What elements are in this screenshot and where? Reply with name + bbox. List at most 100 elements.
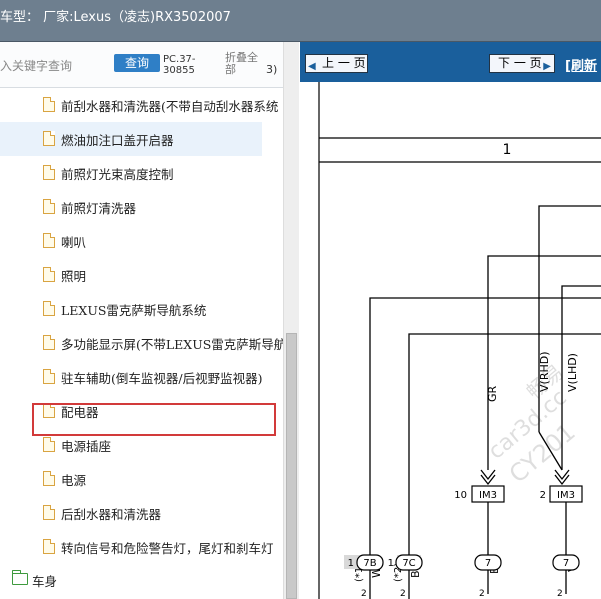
tree-item[interactable]: 喇叭	[0, 224, 283, 258]
tree-item-label: 前照灯清洗器	[61, 201, 137, 216]
tree-item-label: 后刮水器和清洗器	[61, 507, 162, 522]
document-tree: 前刮水器和清洗器(不带自动刮水器系统 燃油加注口盖开启器 前照灯光束高度控制 前…	[0, 88, 283, 599]
connector-7-a	[474, 554, 502, 571]
arrow-right-icon: ▶	[543, 61, 551, 72]
refresh-link[interactable]: [刷新	[565, 59, 597, 74]
tree-item-label: 燃油加注口盖开启器	[61, 133, 174, 148]
pin-label: 2	[361, 589, 367, 599]
file-icon	[43, 539, 55, 554]
connector-7c-label: 7C	[402, 558, 415, 569]
connector-7c-pin: 1	[388, 558, 394, 569]
wire-label-w: W	[370, 567, 383, 578]
tree-item[interactable]: 多功能显示屏(不带LEXUS雷克萨斯导航	[0, 326, 283, 360]
connector-7-b-label: 7	[563, 558, 569, 569]
tree-item-label: 前照灯光束高度控制	[61, 167, 174, 182]
wire-w	[369, 297, 601, 560]
tree-item-label: 喇叭	[61, 235, 87, 250]
next-page-button[interactable]: 下 一 页 ▶	[489, 54, 555, 73]
prev-page-label: 上 一 页	[322, 56, 366, 70]
truncated-text: 3)	[266, 63, 278, 76]
tree-item-label: 转向信号和危险警告灯，尾灯和刹车灯	[61, 541, 274, 556]
pin-label: 2	[479, 589, 485, 599]
tree-item-label: LEXUS雷克萨斯导航系统	[61, 303, 207, 318]
file-icon	[43, 369, 55, 384]
wire-label-vrhd: V(RHD)	[538, 352, 551, 393]
file-icon	[43, 165, 55, 180]
pin-label: 2	[557, 589, 563, 599]
tree-item[interactable]: LEXUS雷克萨斯导航系统	[0, 292, 283, 326]
arrow-down-icon	[554, 469, 570, 481]
wiring-diagram: 1 GR V(RHD) V(LHD)	[300, 82, 601, 599]
tree-item-label: 电源插座	[61, 439, 112, 454]
file-icon	[43, 97, 55, 112]
arrow-left-icon: ◀	[308, 61, 316, 72]
file-icon	[43, 199, 55, 214]
note-2: (*2)	[393, 563, 404, 582]
tree-item[interactable]: 燃油加注口盖开启器	[0, 122, 262, 156]
tree-item[interactable]: 电源插座	[0, 428, 283, 462]
viewer-toolbar: ◀ 上 一 页 下 一 页 ▶ [刷新	[300, 42, 601, 82]
wire-vlhd	[538, 205, 601, 432]
arrow-down-icon	[480, 469, 496, 481]
wire-gr	[487, 255, 601, 432]
tree-item[interactable]: 前刮水器和清洗器(不带自动刮水器系统	[0, 88, 283, 122]
tree-item-label: 配电器	[61, 405, 99, 420]
tree-item-label: 多功能显示屏(不带LEXUS雷克萨斯导航	[61, 337, 283, 352]
arrow-down-icon	[480, 474, 496, 486]
collapse-all-button[interactable]: 折叠全部	[225, 51, 258, 76]
file-icon	[43, 267, 55, 282]
connector-im3-b-pin: 2	[540, 490, 546, 501]
arrow-down-icon	[554, 474, 570, 486]
query-button[interactable]: 查询	[114, 54, 160, 72]
folder-icon	[12, 570, 28, 585]
file-icon	[43, 471, 55, 486]
selection-highlight-box	[32, 403, 276, 436]
wiring-diagram-svg: 1 GR V(RHD) V(LHD)	[318, 82, 601, 599]
file-icon	[43, 335, 55, 350]
viewer-panel: ◀ 上 一 页 下 一 页 ▶ [刷新 1	[300, 42, 601, 599]
left-panel: 入关键字查询 查询 PC.37-30855 折叠全部 3) 前刮水器和清洗器(不…	[0, 42, 299, 599]
window-title: 车型： 厂家:Lexus（凌志)RX3502007	[0, 10, 231, 25]
tree-item-label: 驻车辅助(倒车监视器/后视野监视器)	[61, 371, 263, 386]
wire-label-vlhd: V(LHD)	[566, 353, 579, 392]
connector-im3-a-label: IM3	[479, 490, 497, 501]
connector-7-b	[552, 554, 580, 571]
scrollbar-thumb[interactable]	[286, 333, 297, 599]
title-bar: 车型： 厂家:Lexus（凌志)RX3502007	[0, 0, 601, 42]
tree-scrollbar[interactable]	[283, 42, 299, 599]
connector-im3-b-label: IM3	[557, 490, 575, 501]
search-input[interactable]: 入关键字查询	[0, 59, 73, 73]
search-bar: 入关键字查询 查询 PC.37-30855 折叠全部 3)	[0, 42, 299, 88]
file-icon	[43, 131, 55, 146]
wire-b	[408, 333, 601, 560]
tree-item-label: 照明	[61, 269, 87, 284]
connector-7-a-label: 7	[485, 558, 491, 569]
file-icon	[43, 437, 55, 452]
tree-item[interactable]: 转向信号和危险警告灯，尾灯和刹车灯	[0, 530, 283, 564]
wire-cross	[538, 431, 563, 471]
tree-item[interactable]: 前照灯清洗器	[0, 190, 283, 224]
section-number: 1	[503, 142, 512, 158]
file-icon	[43, 505, 55, 520]
file-icon	[43, 233, 55, 248]
note-1: (*1)	[354, 563, 365, 582]
pc-code: PC.37-30855	[163, 54, 196, 76]
tree-item[interactable]: 后刮水器和清洗器	[0, 496, 283, 530]
connector-7b-label: 7B	[363, 558, 376, 569]
next-page-label: 下 一 页	[498, 56, 542, 70]
tree-item[interactable]: 配电器	[0, 394, 283, 428]
tree-item[interactable]: 照明	[0, 258, 283, 292]
file-icon	[43, 301, 55, 316]
connector-im3-a-pin: 10	[454, 490, 467, 501]
tree-folder-label: 车身	[32, 574, 58, 589]
wire-vrhd	[561, 285, 601, 432]
tree-item[interactable]: 驻车辅助(倒车监视器/后视野监视器)	[0, 360, 283, 394]
connector-7b-pin: 1	[348, 558, 354, 569]
tree-item[interactable]: 电源	[0, 462, 283, 496]
wire-label-b: B	[409, 570, 422, 578]
tree-item-label: 电源	[61, 473, 87, 488]
prev-page-button[interactable]: ◀ 上 一 页	[305, 54, 368, 73]
pin-label: 2	[400, 589, 406, 599]
tree-item[interactable]: 前照灯光束高度控制	[0, 156, 283, 190]
